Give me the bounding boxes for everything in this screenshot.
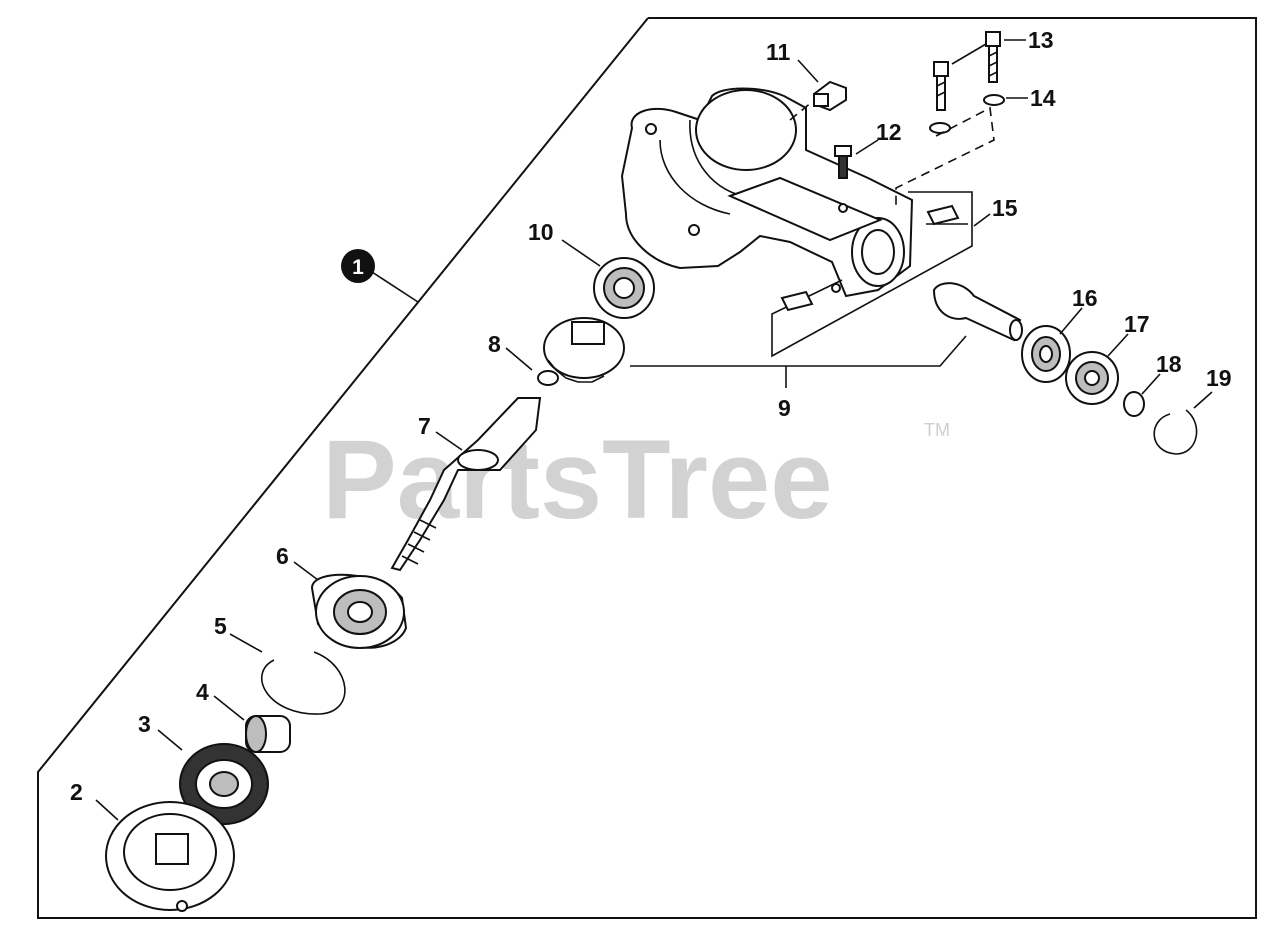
callout-8: 8 (488, 331, 501, 357)
callout-2: 2 (70, 779, 83, 805)
oil-seal-3 (179, 743, 269, 825)
bushing-4 (245, 715, 291, 753)
callout-11: 11 (766, 39, 791, 65)
gear-housing (620, 87, 914, 298)
bolt-11 (813, 80, 847, 112)
leader-lines (95, 39, 1213, 821)
bearing-16 (1021, 325, 1071, 383)
bearing-17 (1065, 351, 1119, 405)
gear-set-bracket (630, 335, 967, 367)
bevel-gear-9a (543, 317, 625, 383)
callout-5: 5 (214, 613, 227, 639)
callout-4: 4 (196, 679, 209, 705)
bearing-10 (593, 257, 655, 319)
retaining-ring-19 (1153, 409, 1198, 455)
bolt-12 (834, 145, 852, 179)
callout-16: 16 (1072, 285, 1098, 311)
callout-10: 10 (528, 219, 554, 245)
callout-14: 14 (1030, 85, 1056, 111)
washer-14b (983, 94, 1005, 106)
mounting-bracket (771, 191, 973, 358)
bolt-13 (933, 31, 1001, 111)
retaining-ring-5 (261, 651, 346, 715)
callout-19: 19 (1206, 365, 1232, 391)
callout-3: 3 (138, 711, 151, 737)
callout-7: 7 (418, 413, 431, 439)
assembly-callout: 1 (341, 249, 375, 283)
pinion-gear-9b (932, 282, 1023, 342)
callout-9: 9 (778, 395, 791, 421)
callout-12: 12 (876, 119, 902, 145)
callout-13: 13 (1028, 27, 1054, 53)
callout-6: 6 (276, 543, 289, 569)
assembly-outline (37, 17, 1257, 919)
callout-15: 15 (992, 195, 1018, 221)
trademark-mark: TM (924, 420, 950, 440)
circlip-8 (537, 370, 559, 386)
snap-ring-18 (1123, 391, 1145, 417)
guide-line-11 (789, 101, 813, 121)
cover-2 (105, 801, 235, 912)
guide-line-13-14 (895, 106, 995, 206)
washer-14a (929, 122, 951, 134)
parts-tree-watermark: PartsTree (322, 417, 833, 542)
callout-17: 17 (1124, 311, 1150, 337)
callout-18: 18 (1156, 351, 1182, 377)
bearing-6 (310, 573, 408, 649)
drive-shaft-7 (390, 397, 542, 572)
assembly-number: 1 (352, 256, 364, 279)
